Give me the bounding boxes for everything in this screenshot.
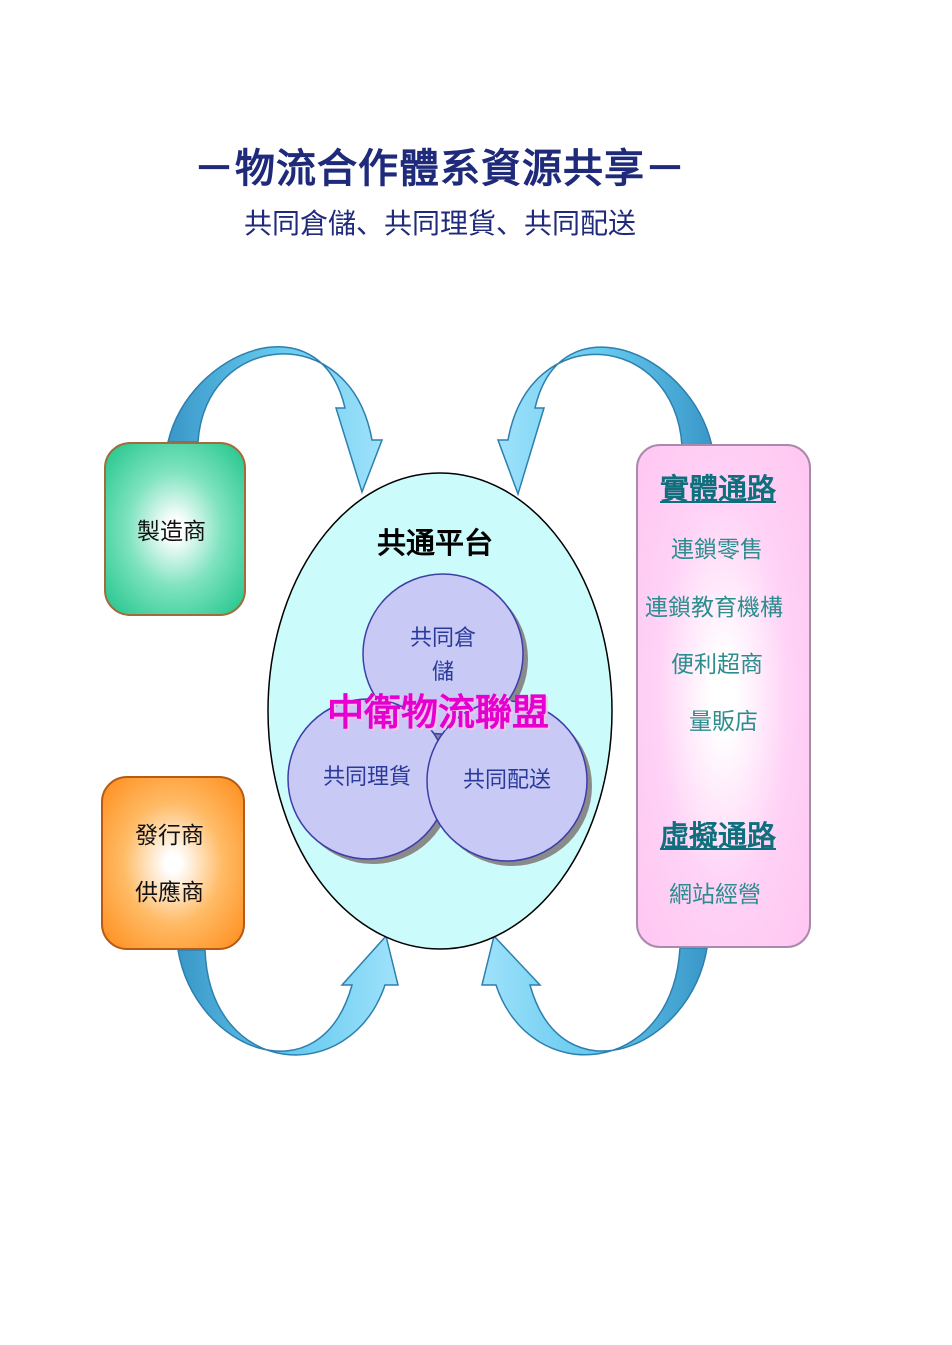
picking-label: 共同理貨 <box>322 765 411 790</box>
channel-item-website: 網站經營 <box>669 882 761 908</box>
channel-item-chain-retail: 連鎖零售 <box>671 537 763 563</box>
page-title: －物流合作體系資源共享－ <box>194 145 686 192</box>
delivery-label: 共同配送 <box>462 768 551 793</box>
publisher-box <box>101 776 245 950</box>
page-subtitle: 共同倉儲、共同理貨、共同配送 <box>243 207 636 240</box>
manufacturer-label: 製造商 <box>137 519 206 545</box>
channel-item-hypermarket: 量販店 <box>689 709 758 735</box>
virtual-channels-header: 虛擬通路 <box>660 819 777 853</box>
publisher-label: 發行商 <box>135 823 204 849</box>
manufacturer-box <box>104 442 246 616</box>
arrow-manufacturer-to-platform <box>167 346 384 495</box>
physical-channels-header: 實體通路 <box>660 472 777 506</box>
arrow-platform-to-channels <box>481 934 708 1056</box>
channels-box <box>636 444 811 948</box>
alliance-title: 中衛物流聯盟 <box>327 690 549 734</box>
channel-item-convenience-store: 便利超商 <box>671 652 763 678</box>
storage-label-line1: 共同倉 <box>409 626 476 651</box>
arrow-publisher-to-platform <box>177 934 399 1056</box>
channel-item-chain-education: 連鎖教育機構 <box>645 595 783 621</box>
storage-label-line2: 儲 <box>431 660 454 685</box>
supplier-label: 供應商 <box>135 880 204 906</box>
arrow-channels-to-platform <box>496 346 713 497</box>
circle-delivery <box>426 700 588 862</box>
platform-title: 共通平台 <box>377 526 494 560</box>
